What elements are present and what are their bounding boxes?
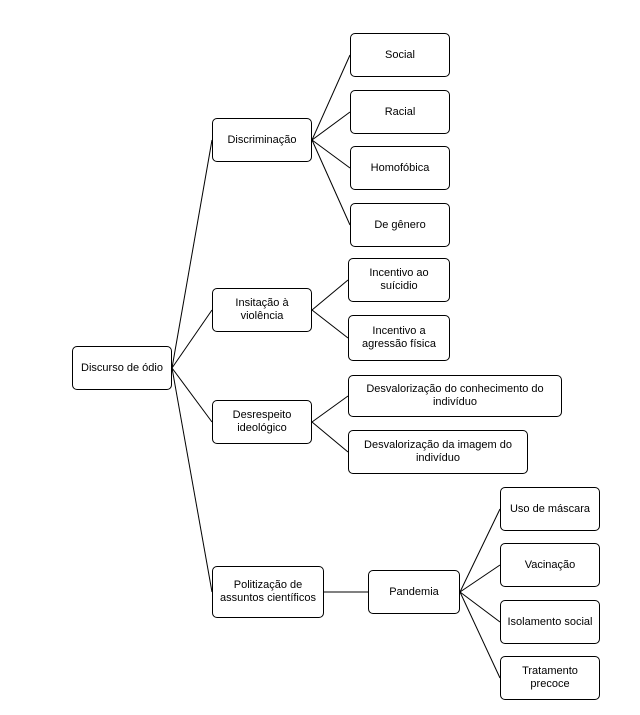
node-label: Politização de assuntos científicos bbox=[220, 579, 316, 604]
node-label: Social bbox=[385, 48, 415, 61]
node-homofobica: Homofóbica bbox=[350, 146, 450, 190]
node-label: Incentivo a agressão física bbox=[362, 325, 436, 350]
edge-insitacao-agressao bbox=[311, 309, 349, 339]
node-discurso-de-odio: Discurso de ódio bbox=[72, 346, 172, 390]
node-desvalorizacao-imagem: Desvalorização da imagem do indivíduo bbox=[348, 430, 528, 474]
node-racial: Racial bbox=[350, 90, 450, 134]
node-label: Pandemia bbox=[389, 585, 439, 598]
node-incentivo-suicidio: Incentivo ao suícidio bbox=[348, 258, 450, 302]
edge-pandemia-mascara bbox=[459, 508, 501, 593]
edge-pandemia-isolamento bbox=[459, 591, 501, 623]
node-isolamento-social: Isolamento social bbox=[500, 600, 600, 644]
edge-pandemia-vacinacao bbox=[459, 564, 501, 593]
node-label: De gênero bbox=[374, 218, 426, 231]
node-vacinacao: Vacinação bbox=[500, 543, 600, 587]
edge-root-insitacao bbox=[171, 309, 213, 369]
node-tratamento-precoce: Tratamento precoce bbox=[500, 656, 600, 700]
node-label: Desrespeito ideológico bbox=[232, 409, 292, 434]
node-social: Social bbox=[350, 33, 450, 77]
edge-discriminacao-genero bbox=[311, 139, 351, 226]
node-label: Tratamento precoce bbox=[522, 665, 578, 690]
node-label: Isolamento social bbox=[507, 615, 593, 628]
node-label: Desvalorização da imagem do indivíduo bbox=[364, 439, 512, 464]
edge-root-discriminacao bbox=[171, 139, 213, 369]
edge-pandemia-tratamento bbox=[459, 591, 501, 679]
edge-discriminacao-homofobica bbox=[311, 139, 351, 169]
edge-desrespeito-imagem bbox=[311, 421, 349, 453]
node-desrespeito-ideologico: Desrespeito ideológico bbox=[212, 400, 312, 444]
edge-insitacao-suicidio bbox=[311, 279, 349, 311]
node-label: Desvalorização do conhecimento do indiví… bbox=[366, 383, 544, 408]
node-desvalorizacao-conhecimento: Desvalorização do conhecimento do indiví… bbox=[348, 375, 562, 417]
edge-discriminacao-social bbox=[311, 54, 351, 141]
node-insitacao-violencia: Insitação à violência bbox=[212, 288, 312, 332]
edge-discriminacao-racial bbox=[311, 111, 351, 141]
node-label: Uso de máscara bbox=[509, 502, 591, 515]
node-de-genero: De gênero bbox=[350, 203, 450, 247]
node-label: Discurso de ódio bbox=[81, 361, 163, 374]
edge-desrespeito-conhecimento bbox=[311, 395, 349, 423]
node-discriminacao: Discriminação bbox=[212, 118, 312, 162]
node-label: Incentivo ao suícidio bbox=[369, 267, 429, 292]
node-label: Racial bbox=[384, 105, 416, 118]
node-uso-mascara: Uso de máscara bbox=[500, 487, 600, 531]
node-label: Homofóbica bbox=[370, 161, 430, 174]
node-label: Vacinação bbox=[524, 558, 576, 571]
node-incentivo-agressao: Incentivo a agressão física bbox=[348, 315, 450, 361]
edge-root-politizacao bbox=[171, 367, 213, 593]
node-pandemia: Pandemia bbox=[368, 570, 460, 614]
edge-root-desrespeito bbox=[171, 367, 213, 423]
node-politizacao: Politização de assuntos científicos bbox=[212, 566, 324, 618]
node-label: Discriminação bbox=[227, 133, 297, 146]
node-label: Insitação à violência bbox=[235, 297, 289, 322]
